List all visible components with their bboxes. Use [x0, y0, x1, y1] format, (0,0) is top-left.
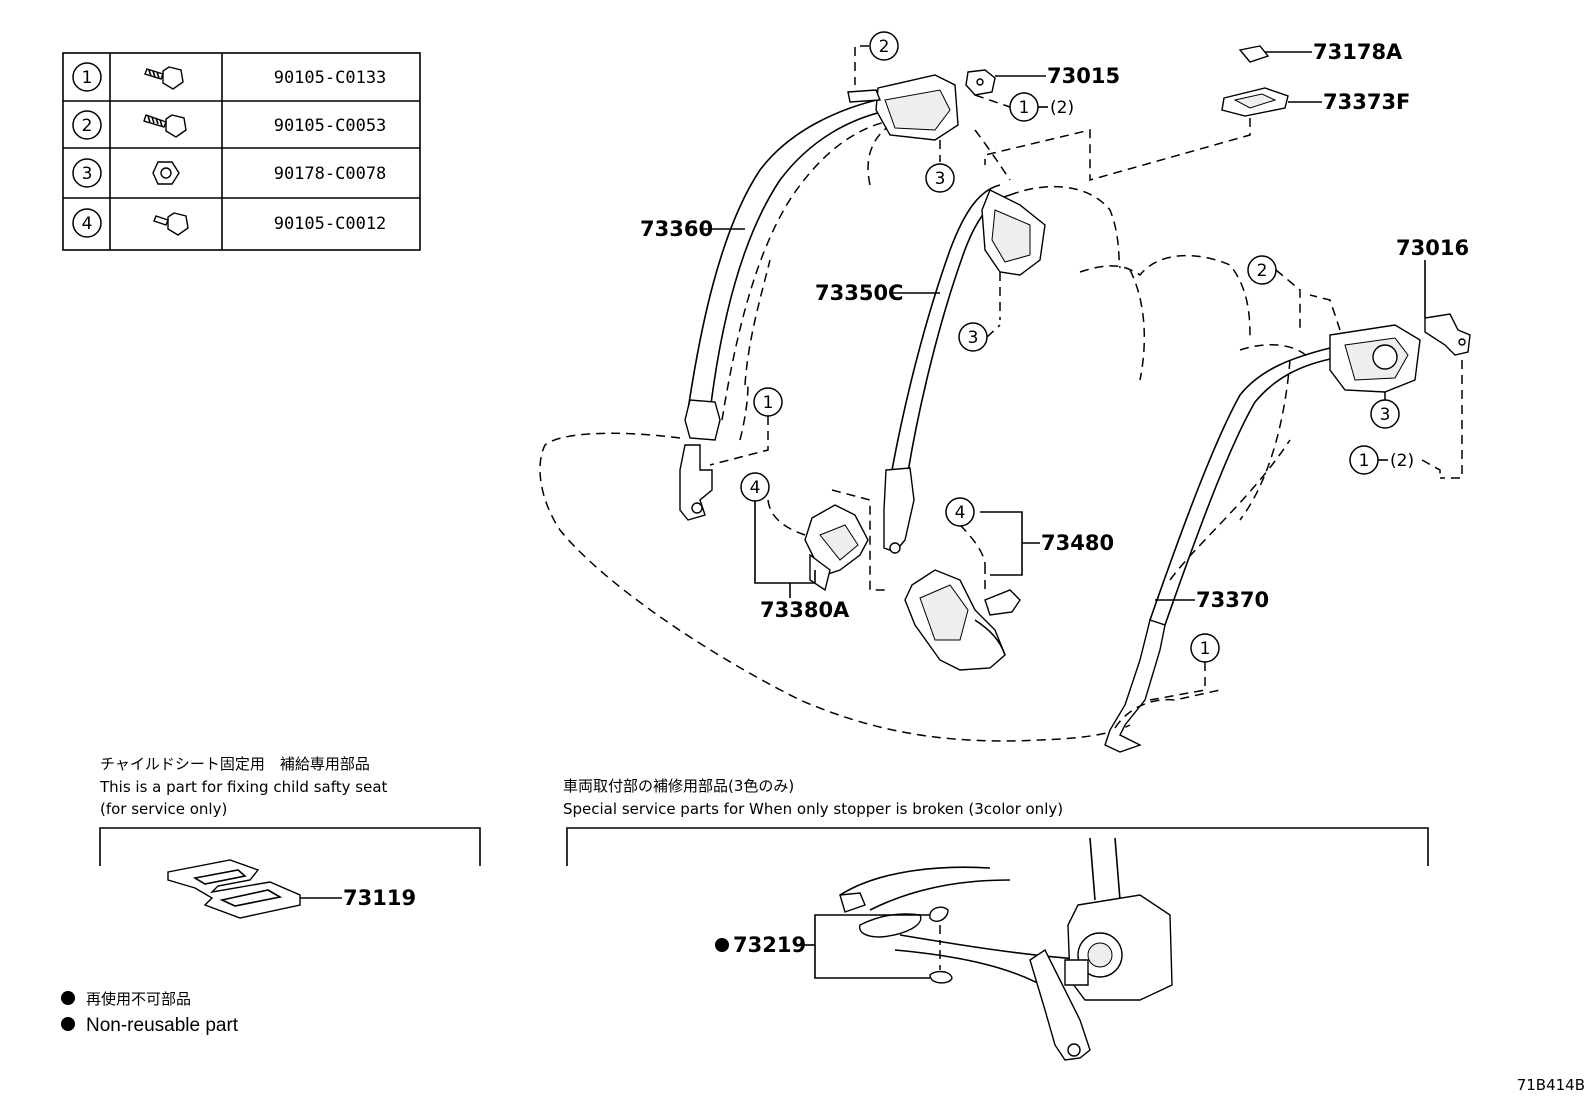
callout-number: 3	[1380, 405, 1391, 425]
callout-number: 2	[879, 37, 890, 57]
callout-number: 3	[968, 328, 979, 348]
legend-jp: 再使用不可部品	[86, 990, 191, 1008]
seat-back-outline	[739, 114, 1311, 521]
ref-number: 4	[82, 214, 93, 234]
callout-number: 1	[1359, 451, 1370, 471]
ref-number: 2	[82, 116, 93, 136]
bracket-73016	[1424, 313, 1471, 356]
table-row: 1 90105-C0133	[72, 62, 387, 92]
part-number-label: 73360	[640, 217, 713, 241]
seat-cushion-outline	[539, 432, 1291, 742]
part-number-label: 73380A	[760, 598, 850, 622]
leader-dashed-73373F	[984, 118, 1251, 181]
belt-73360	[679, 97, 891, 521]
callout-circle	[869, 31, 899, 61]
bolt-icon	[144, 66, 184, 90]
fastener-part-number: 90178-C0078	[274, 164, 387, 184]
legend: 再使用不可部品 Non-reusable part	[61, 990, 239, 1036]
retractor-center	[981, 189, 1046, 276]
callout-number: 4	[955, 503, 966, 523]
bolt-icon	[143, 114, 187, 138]
buckle-73480	[904, 569, 1021, 671]
callout-circle	[1190, 633, 1220, 663]
part-number-label: 73480	[1041, 531, 1114, 555]
ref-circle	[72, 110, 102, 140]
leader-dashed-73016	[1440, 360, 1463, 479]
child-seat-note-en: This is a part for fixing child safty se…	[99, 778, 388, 796]
callouts: 2 3 1 (2) 3 1 4 4 2 3	[709, 31, 1441, 701]
ref-number: 1	[82, 68, 93, 88]
part-number-label: 73370	[1196, 588, 1269, 612]
part-number-label: 73016	[1396, 236, 1469, 260]
clip-top-icon	[929, 906, 949, 922]
stopper-note-en: Special service parts for When only stop…	[563, 800, 1063, 818]
table-row: 4 90105-C0012	[72, 208, 387, 238]
part-number-label: 73373F	[1323, 90, 1410, 114]
fastener-part-number: 90105-C0133	[274, 68, 387, 88]
clip-bottom-icon	[929, 970, 953, 984]
ref-number: 3	[82, 164, 93, 184]
anchor-plate-73119	[167, 859, 301, 919]
callout-number: 3	[935, 169, 946, 189]
child-seat-note-jp: チャイルドシート固定用 補給専用部品	[100, 755, 370, 773]
nut-icon	[152, 161, 180, 185]
callout-number: 4	[750, 478, 761, 498]
part-number-label: 73119	[343, 886, 416, 910]
stopper-assembly	[839, 837, 1173, 1061]
callout-circle	[1247, 255, 1277, 285]
fastener-part-number: 90105-C0053	[274, 116, 387, 136]
figure-id: 71B414B	[1517, 1076, 1585, 1094]
callout-number: 1	[1200, 639, 1211, 659]
ref-circle	[72, 208, 102, 238]
ref-circle	[72, 158, 102, 188]
child-seat-section: チャイルドシート固定用 補給専用部品 This is a part for fi…	[99, 755, 481, 919]
callout-circle	[753, 387, 783, 417]
fastener-part-number: 90105-C0012	[274, 214, 387, 234]
callout-number: 1	[1019, 98, 1030, 118]
callout-alt: (2)	[1050, 98, 1074, 118]
escutcheon-73373F	[1221, 87, 1289, 117]
stopper-note-jp: 車両取付部の補修用部品(3色のみ)	[563, 777, 794, 795]
callout-number: 2	[1257, 261, 1268, 281]
buckle-73380A	[804, 504, 869, 592]
non-reusable-dot-icon	[61, 1017, 75, 1031]
ref-circle	[72, 62, 102, 92]
belt-73370	[1104, 347, 1336, 753]
callout-alt: (2)	[1390, 451, 1414, 471]
callout-number: 1	[763, 393, 774, 413]
fastener-table: 1 90105-C0133 2 90105-C0053 3	[62, 52, 421, 251]
legend-en: Non-reusable part	[86, 1015, 239, 1036]
non-reusable-dot-icon	[61, 991, 75, 1005]
bolt-icon	[153, 212, 189, 236]
part-number-label: 73219	[733, 933, 806, 957]
callout-circle	[945, 497, 975, 527]
retractor-top-right	[1329, 324, 1421, 393]
part-number-label: 73015	[1047, 64, 1120, 88]
stopper-section: 車両取付部の補修用部品(3色のみ) Special service parts …	[563, 777, 1429, 1061]
bracket-73015	[965, 69, 996, 96]
table-row: 3 90178-C0078	[72, 158, 387, 188]
callout-circle	[925, 163, 955, 193]
part-labels: 73015 73178A 73373F 73360 73350C 73016 7…	[640, 40, 1469, 622]
cover-73178A	[1238, 45, 1270, 63]
callout-circle	[1370, 399, 1400, 429]
table-row: 2 90105-C0053	[72, 110, 387, 140]
non-reusable-dot-icon	[715, 938, 729, 952]
part-number-label: 73350C	[815, 281, 903, 305]
part-number-label: 73178A	[1313, 40, 1403, 64]
child-seat-note-en-2: (for service only)	[100, 800, 227, 818]
retractor-top-left	[847, 74, 959, 141]
